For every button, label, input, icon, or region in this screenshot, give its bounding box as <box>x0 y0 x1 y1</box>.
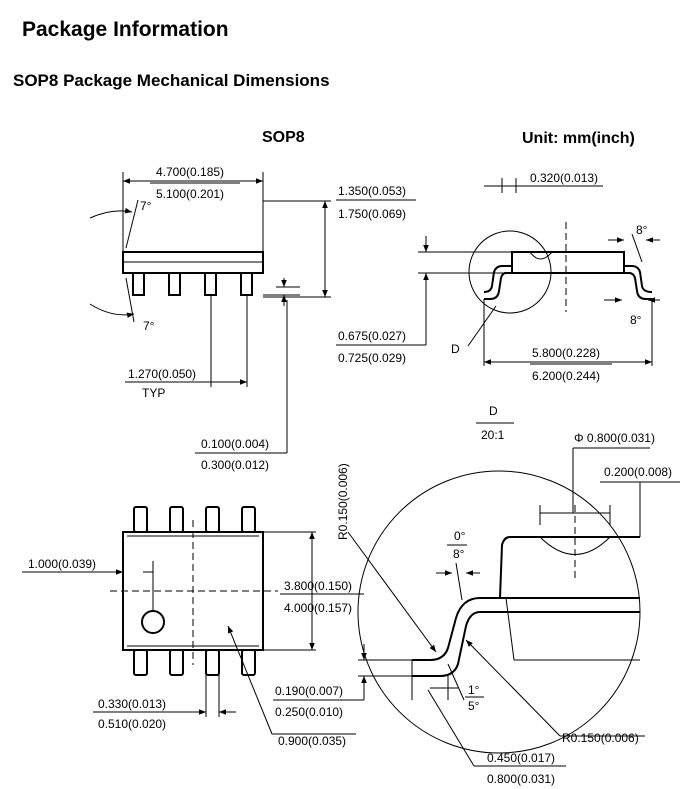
pitch-note: TYP <box>142 386 165 400</box>
detail-d-leader <box>467 305 497 347</box>
clearance-min: 0.100(0.004) <box>201 437 269 451</box>
clearance-max: 0.300(0.012) <box>201 458 269 472</box>
dimple-diameter: Φ 0.800(0.031) <box>574 431 655 445</box>
lead-2-top <box>169 649 184 676</box>
pin1-marker <box>141 610 165 634</box>
angle-8-bottom: 8° <box>630 313 642 327</box>
detail-scale: 20:1 <box>481 428 505 442</box>
span-max: 6.200(0.244) <box>532 369 600 383</box>
lead-width-top: 0.320(0.013) <box>530 171 598 185</box>
package-name-label: SOP8 <box>262 129 305 146</box>
angle-8-top: 8° <box>636 223 648 237</box>
body-length-max: 5.100(0.201) <box>156 187 224 201</box>
angle-1: 1° <box>468 683 480 697</box>
width-max: 4.000(0.157) <box>284 601 352 615</box>
pitch-value: 1.270(0.050) <box>128 367 196 381</box>
lead-width-min: 0.330(0.013) <box>98 697 166 711</box>
lead-6-top <box>205 506 220 533</box>
span-min: 5.800(0.228) <box>532 346 600 360</box>
lead-right-end <box>624 265 653 293</box>
lead-2-side <box>168 272 181 296</box>
width-min: 3.800(0.150) <box>284 579 352 593</box>
angle-8-detail: 8° <box>453 547 465 561</box>
height-max: 1.750(0.069) <box>338 207 406 221</box>
pin1-offset: 1.000(0.039) <box>28 557 96 571</box>
section-title: SOP8 Package Mechanical Dimensions <box>13 71 330 90</box>
detail-view: D 20:1 Φ 0.800(0.031) 0.200(0.008) R0.15… <box>273 404 680 786</box>
detail-lead-lower <box>412 611 640 677</box>
page-title: Package Information <box>22 18 229 41</box>
detail-lead-upper <box>412 597 640 661</box>
package-body-end <box>511 251 625 274</box>
unit-label: Unit: mm(inch) <box>522 130 635 147</box>
height-min: 1.350(0.053) <box>338 184 406 198</box>
dimple-depth: 0.200(0.008) <box>604 465 672 479</box>
foot-length-min: 0.450(0.017) <box>487 751 555 765</box>
lead-width-max: 0.510(0.020) <box>98 717 166 731</box>
lead-4-top <box>241 649 256 676</box>
end-view: 0.320(0.013) 0.675(0.027) 0.725(0.029) D… <box>336 171 660 383</box>
detail-d-label: D <box>451 342 460 356</box>
standoff-min: 0.675(0.027) <box>338 329 406 343</box>
side-view: 4.700(0.185) 5.100(0.201) 7° 7° 1.350(0.… <box>89 165 416 472</box>
lead-thickness-max: 0.250(0.010) <box>275 705 343 719</box>
angle-7-top: 7° <box>140 199 152 213</box>
radius-bottom: R0.150(0.006) <box>562 731 639 745</box>
angle-5: 5° <box>468 699 480 713</box>
angle-0: 0° <box>454 529 466 543</box>
lead-thickness-min: 0.190(0.007) <box>275 684 343 698</box>
lead-1-top <box>133 649 148 676</box>
lead-position: 0.900(0.035) <box>278 734 346 748</box>
standoff-max: 0.725(0.029) <box>338 351 406 365</box>
radius-top: R0.150(0.006) <box>336 463 350 540</box>
top-view: 1.000(0.039) 3.800(0.150) 4.000(0.157) 0… <box>22 506 364 748</box>
lead-5-top <box>241 506 256 533</box>
detail-title: D <box>489 404 498 418</box>
body-length-min: 4.700(0.185) <box>156 165 224 179</box>
lead-4-side <box>240 272 253 296</box>
lead-1-side <box>132 272 145 296</box>
foot-length-max: 0.800(0.031) <box>487 772 555 786</box>
lead-7-top <box>169 506 184 533</box>
lead-3-side <box>204 272 217 296</box>
lead-left-end <box>483 265 512 293</box>
angle-7-bottom: 7° <box>143 319 155 333</box>
lead-8-top <box>133 506 148 533</box>
lead-3-top <box>205 649 220 676</box>
